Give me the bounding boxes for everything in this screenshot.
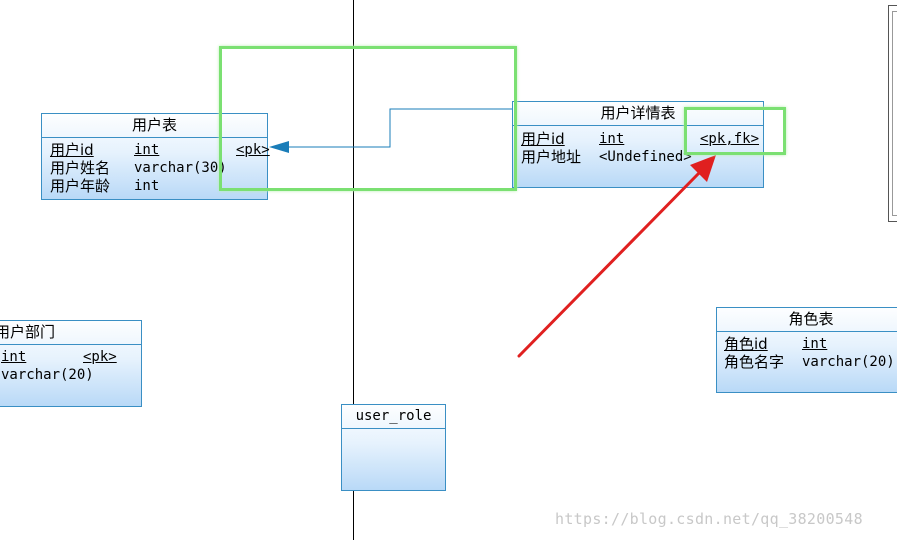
entity-user-title: 用户表: [42, 114, 267, 138]
red-annotation-arrow-shaft: [517, 170, 702, 358]
column-type: int: [599, 131, 625, 147]
entity-user-row-name: 用户姓名 varchar(30): [50, 159, 265, 177]
column-type: int: [134, 142, 160, 158]
column-name: 用户年龄: [50, 177, 111, 195]
watermark-text: https://blog.csdn.net/qq_38200548: [555, 510, 863, 528]
entity-role-row-name: 角色名字 varchar(20): [724, 353, 897, 371]
entity-user-detail[interactable]: 用户详情表 用户id int <pk,fk> 用户地址 <Undefined>: [512, 101, 764, 188]
entity-user-detail-title: 用户详情表: [513, 102, 763, 126]
highlight-box-relationship: [219, 46, 517, 191]
entity-role[interactable]: 角色表 角色id int 角色名字 varchar(20): [716, 307, 897, 393]
entity-user-row-id: 用户id int <pk>: [50, 141, 270, 159]
entity-user-row-age: 用户年龄 int: [50, 177, 265, 195]
entity-role-title: 角色表: [717, 308, 897, 332]
column-name: 角色id: [724, 335, 768, 353]
column-key: <pk>: [236, 142, 270, 158]
reference-link-line[interactable]: [288, 108, 512, 148]
entity-user[interactable]: 用户表 用户id int <pk> 用户姓名 varchar(30) 用户年龄 …: [41, 113, 270, 200]
reference-arrowhead: [269, 141, 289, 153]
entity-user-detail-row-address: 用户地址 <Undefined>: [521, 148, 761, 166]
entity-user-detail-row-id: 用户id int <pk,fk>: [521, 130, 761, 148]
column-type: varchar(20): [802, 354, 895, 370]
column-key: <pk,fk>: [700, 131, 760, 147]
column-name: 角色名字: [724, 353, 785, 371]
entity-role-row-id: 角色id int: [724, 335, 897, 353]
entity-user-dept-title: 用户部门: [0, 321, 141, 345]
column-name: 用户id: [50, 141, 94, 159]
column-type: int: [1, 349, 27, 365]
entity-user-role[interactable]: user_role: [341, 404, 446, 491]
column-name: 用户id: [521, 130, 565, 148]
right-edge-panel-inner: [892, 11, 897, 216]
column-key: <pk>: [83, 349, 117, 365]
column-type: varchar(20): [1, 367, 94, 383]
entity-user-role-title: user_role: [342, 405, 445, 429]
highlight-box-pk-fk: [684, 107, 786, 155]
column-type: varchar(30): [134, 160, 227, 176]
column-type: int: [134, 178, 160, 194]
red-annotation-arrowhead: [690, 155, 716, 182]
right-edge-panel: [888, 5, 897, 222]
column-name: 用户姓名: [50, 159, 111, 177]
page-divider-line: [353, 0, 354, 540]
column-name: 用户地址: [521, 148, 582, 166]
entity-user-dept[interactable]: 用户部门 int <pk> varchar(20): [0, 320, 142, 407]
entity-user-dept-row-id: int <pk>: [1, 348, 141, 366]
column-type: <Undefined>: [599, 149, 692, 165]
column-type: int: [802, 336, 828, 352]
entity-user-dept-row-name: varchar(20): [1, 366, 141, 384]
